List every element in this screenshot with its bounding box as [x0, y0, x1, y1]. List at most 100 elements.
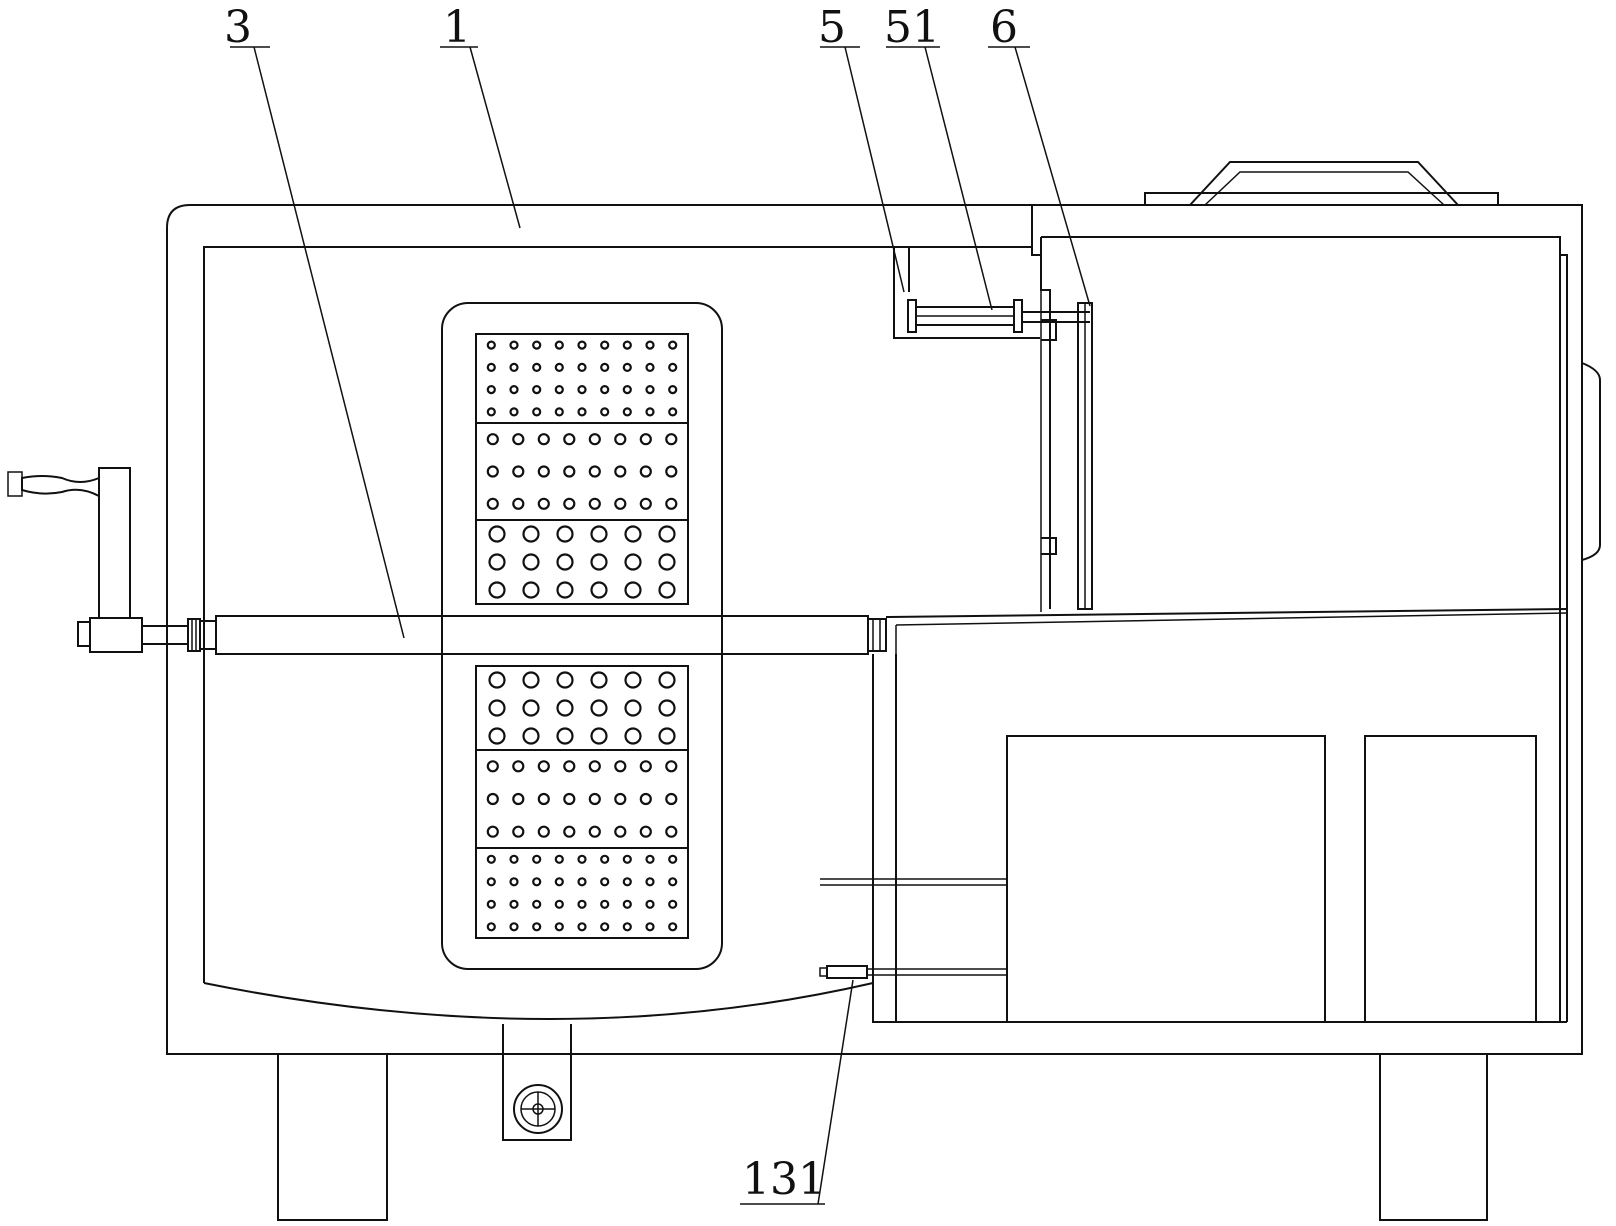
- perforation-hole: [556, 727, 574, 745]
- perforation-hole: [590, 525, 608, 543]
- perforation-hole: [600, 362, 610, 372]
- perforation-hole: [554, 877, 564, 887]
- label-bracket: 5: [818, 2, 846, 53]
- perforation-hole: [665, 792, 678, 806]
- perforation-hole: [639, 760, 652, 773]
- perforation-hole: [563, 465, 576, 478]
- perforation-hole: [537, 825, 550, 838]
- collection-box-large: [1006, 735, 1326, 1023]
- perforation-hole: [658, 553, 676, 571]
- perforation-hole: [668, 854, 678, 864]
- perforation-hole: [622, 922, 632, 932]
- perforation-hole: [668, 385, 678, 395]
- perforation-hole: [665, 760, 678, 773]
- perforation-hole: [658, 581, 676, 599]
- lower-perforated-plate: [475, 665, 689, 939]
- perforation-hole: [624, 699, 642, 717]
- perforation-hole: [509, 899, 519, 909]
- perforation-hole: [658, 699, 676, 717]
- perforation-hole: [512, 497, 525, 510]
- perforation-hole: [512, 825, 525, 838]
- perforation-hole: [645, 407, 655, 417]
- perforation-hole: [486, 760, 499, 773]
- lower-right-chamber: [819, 608, 1568, 1023]
- perforation-hole: [622, 407, 632, 417]
- perforation-hole: [668, 340, 678, 350]
- perforation-hole: [614, 465, 627, 478]
- perforation-hole: [554, 899, 564, 909]
- perforation-hole: [577, 340, 587, 350]
- perforation-hole: [622, 877, 632, 887]
- perforation-hole: [614, 433, 627, 446]
- perforation-hole: [577, 385, 587, 395]
- perforation-hole: [600, 899, 610, 909]
- perforation-hole: [512, 433, 525, 446]
- perforation-hole: [488, 553, 506, 571]
- perforation-hole: [624, 727, 642, 745]
- perforation-hole: [486, 854, 496, 864]
- perforation-hole: [600, 340, 610, 350]
- leader-lines: [230, 46, 1091, 1205]
- perforation-hole: [522, 553, 540, 571]
- label-cylinder: 51: [884, 2, 940, 53]
- perforation-holes: [486, 340, 678, 932]
- perforation-hole: [577, 922, 587, 932]
- perforation-hole: [588, 792, 601, 806]
- crank-handle: [7, 467, 201, 653]
- perforation-hole: [563, 825, 576, 838]
- perforation-hole: [622, 854, 632, 864]
- label-housing: 1: [443, 2, 471, 53]
- perforation-hole: [486, 877, 496, 887]
- perforation-hole: [665, 497, 678, 510]
- perforation-hole: [556, 553, 574, 571]
- perforation-hole: [600, 854, 610, 864]
- perforation-hole: [645, 877, 655, 887]
- perforation-hole: [532, 340, 542, 350]
- perforation-hole: [522, 525, 540, 543]
- perforation-hole: [532, 362, 542, 372]
- perforation-hole: [556, 699, 574, 717]
- perforation-hole: [622, 340, 632, 350]
- perforation-hole: [563, 792, 576, 806]
- perforation-hole: [658, 671, 676, 689]
- perforation-hole: [624, 553, 642, 571]
- perforation-hole: [532, 877, 542, 887]
- perforation-hole: [668, 407, 678, 417]
- perforation-hole: [577, 854, 587, 864]
- perforation-hole: [588, 465, 601, 478]
- perforation-hole: [486, 340, 496, 350]
- perforation-hole: [639, 825, 652, 838]
- perforation-hole: [668, 362, 678, 372]
- perforation-hole: [554, 854, 564, 864]
- perforation-hole: [614, 825, 627, 838]
- perforation-hole: [486, 385, 496, 395]
- drain-outlet: [502, 1024, 572, 1141]
- perforation-hole: [624, 525, 642, 543]
- perforation-hole: [488, 699, 506, 717]
- perforation-hole: [509, 340, 519, 350]
- perforation-hole: [614, 792, 627, 806]
- perforation-hole: [577, 407, 587, 417]
- perforation-hole: [600, 407, 610, 417]
- perforation-hole: [665, 825, 678, 838]
- perforation-hole: [512, 465, 525, 478]
- perforation-hole: [600, 922, 610, 932]
- perforation-hole: [614, 760, 627, 773]
- perforation-hole: [645, 854, 655, 864]
- perforation-hole: [537, 792, 550, 806]
- perforation-hole: [639, 792, 652, 806]
- label-shaft: 3: [224, 2, 252, 53]
- perforation-hole: [486, 825, 499, 838]
- perforation-hole: [486, 899, 496, 909]
- perforation-hole: [522, 581, 540, 599]
- perforation-hole: [645, 385, 655, 395]
- perforation-hole: [486, 792, 499, 806]
- perforation-hole: [537, 433, 550, 446]
- machine-housing: [166, 204, 1601, 1055]
- perforation-hole: [665, 433, 678, 446]
- perforation-hole: [658, 727, 676, 745]
- perforation-hole: [590, 727, 608, 745]
- perforation-hole: [624, 581, 642, 599]
- perforation-hole: [509, 407, 519, 417]
